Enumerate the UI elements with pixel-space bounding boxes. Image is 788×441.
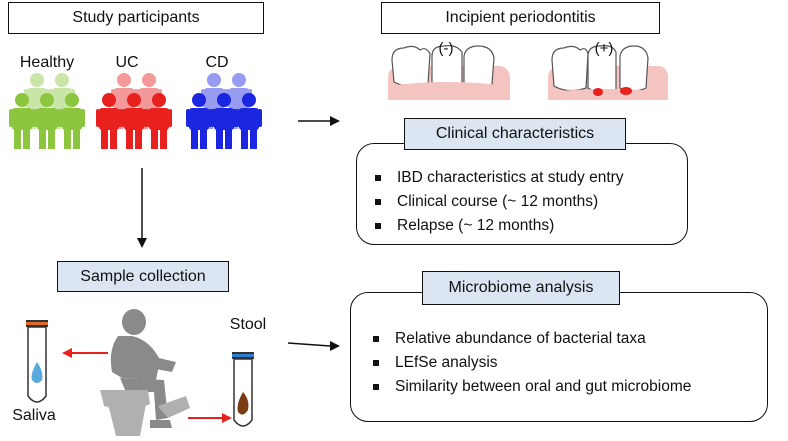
- study-participants-title: Study participants: [8, 2, 264, 34]
- healthy-teeth-icon: [388, 45, 510, 100]
- microbiome-analysis-label: Microbiome analysis: [448, 279, 594, 296]
- clinical-characteristics-title: Clinical characteristics: [404, 118, 626, 150]
- sample-collection-title: Sample collection: [57, 261, 229, 292]
- periodontitis-negative-label: (-): [438, 40, 454, 57]
- incipient-periodontitis-title: Incipient periodontitis: [381, 2, 660, 34]
- healthy-people-icon: [9, 73, 85, 149]
- periodontitis-positive-label: (+): [594, 40, 614, 57]
- stool-label: Stool: [229, 316, 267, 333]
- list-item: LEfSe analysis: [373, 351, 691, 375]
- study-participants-label: Study participants: [72, 9, 200, 26]
- group-label-cd: CD: [205, 54, 229, 71]
- list-item: IBD characteristics at study entry: [375, 166, 624, 190]
- incipient-periodontitis-label: Incipient periodontitis: [445, 9, 596, 26]
- group-label-uc: UC: [115, 54, 139, 71]
- list-item: Relative abundance of bacterial taxa: [373, 327, 691, 351]
- microbiome-items-list: Relative abundance of bacterial taxa LEf…: [373, 327, 691, 399]
- periodontitis-teeth-icon: [548, 45, 668, 100]
- saliva-label: Saliva: [12, 407, 56, 424]
- list-item: Clinical course (~ 12 months): [375, 190, 624, 214]
- arrow-to-saliva: [62, 348, 108, 358]
- arrow-participants-to-clinical: [298, 116, 340, 126]
- clinical-characteristics-label: Clinical characteristics: [435, 125, 595, 142]
- saliva-tube-icon: [26, 320, 48, 403]
- microbiome-analysis-title: Microbiome analysis: [422, 271, 620, 305]
- group-label-healthy: Healthy: [19, 54, 75, 71]
- arrow-to-stool: [188, 413, 232, 423]
- cd-people-icon: [186, 73, 262, 149]
- arrow-sample-to-microbiome: [287, 341, 340, 351]
- microbiome-analysis-panel: Relative abundance of bacterial taxa LEf…: [350, 292, 768, 422]
- person-on-toilet-icon: [100, 309, 190, 436]
- clinical-characteristics-panel: IBD characteristics at study entry Clini…: [356, 143, 688, 245]
- arrow-participants-to-sample: [137, 168, 147, 248]
- stool-tube-icon: [232, 352, 254, 427]
- clinical-items-list: IBD characteristics at study entry Clini…: [375, 166, 624, 238]
- uc-people-icon: [96, 73, 172, 149]
- sample-collection-label: Sample collection: [80, 267, 206, 285]
- list-item: Similarity between oral and gut microbio…: [373, 375, 691, 399]
- list-item: Relapse (~ 12 months): [375, 214, 624, 238]
